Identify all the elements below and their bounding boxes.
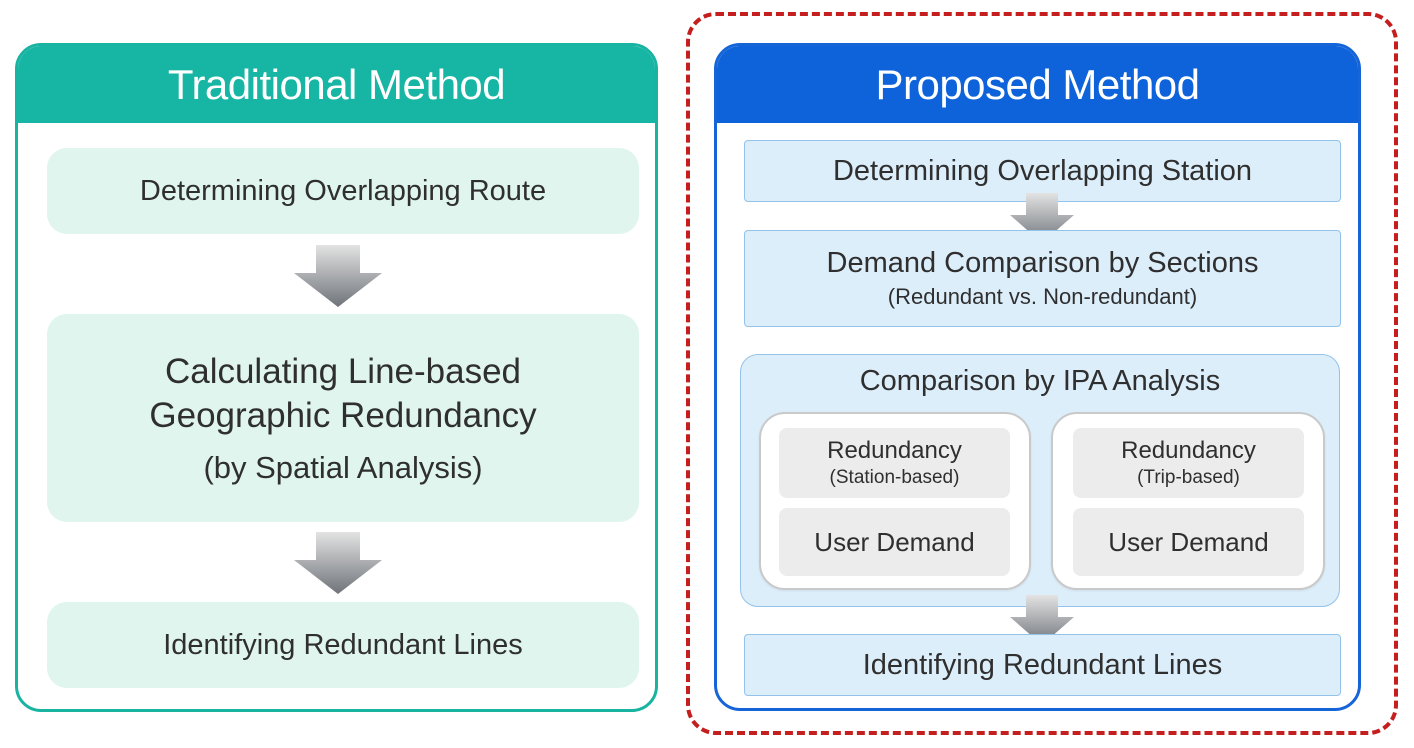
trad-step2-line1: Calculating Line-based [164,352,522,391]
proposed-method-title: Proposed Method [717,46,1358,123]
trad-step2-line2: Geographic Redundancy [149,396,537,435]
redundancy-trip-based: Redundancy (Trip-based) [1073,428,1304,498]
ipa-title: Comparison by IPA Analysis [859,365,1221,397]
left-user-demand-label: User Demand [814,526,975,557]
traditional-method-panel: Traditional Method Determining Overlappi… [15,43,658,712]
left-redundancy-title: Redundancy [827,437,962,464]
trad-step2-sub: (by Spatial Analysis) [203,450,483,485]
prop-step1-label: Determining Overlapping Station [832,154,1253,187]
right-redundancy-sub: (Trip-based) [1137,467,1240,488]
user-demand-right: User Demand [1073,508,1304,576]
highlight-dashed-frame [686,12,1398,735]
prop-step4-label: Identifying Redundant Lines [862,648,1223,681]
prop-step-ipa-analysis: Comparison by IPA Analysis Redundancy (S… [740,354,1340,607]
prop-step2-sub: (Redundant vs. Non-redundant) [887,284,1198,309]
down-arrow-icon [294,532,382,594]
redundancy-station-based: Redundancy (Station-based) [779,428,1010,498]
trad-step-identifying-lines: Identifying Redundant Lines [47,602,639,688]
trad-step-determining-route: Determining Overlapping Route [47,148,639,234]
traditional-method-title: Traditional Method [18,46,655,123]
right-user-demand-label: User Demand [1108,526,1269,557]
down-arrow-icon [294,245,382,307]
prop-step-identifying-lines: Identifying Redundant Lines [744,634,1341,696]
down-arrow-icon [1010,595,1074,645]
proposed-method-panel: Proposed Method Determining Overlapping … [714,43,1361,711]
prop-step-demand-comparison: Demand Comparison by Sections (Redundant… [744,230,1341,327]
prop-step2-label: Demand Comparison by Sections [826,247,1259,279]
ipa-trip-based-group: Redundancy (Trip-based) User Demand [1051,412,1325,590]
trad-step3-label: Identifying Redundant Lines [163,628,523,661]
ipa-station-based-group: Redundancy (Station-based) User Demand [759,412,1031,590]
down-arrow-icon [1010,193,1074,243]
trad-step1-label: Determining Overlapping Route [139,174,547,207]
right-redundancy-title: Redundancy [1121,437,1256,464]
user-demand-left: User Demand [779,508,1010,576]
left-redundancy-sub: (Station-based) [829,467,960,488]
trad-step-calculating-redundancy: Calculating Line-based Geographic Redund… [47,314,639,522]
